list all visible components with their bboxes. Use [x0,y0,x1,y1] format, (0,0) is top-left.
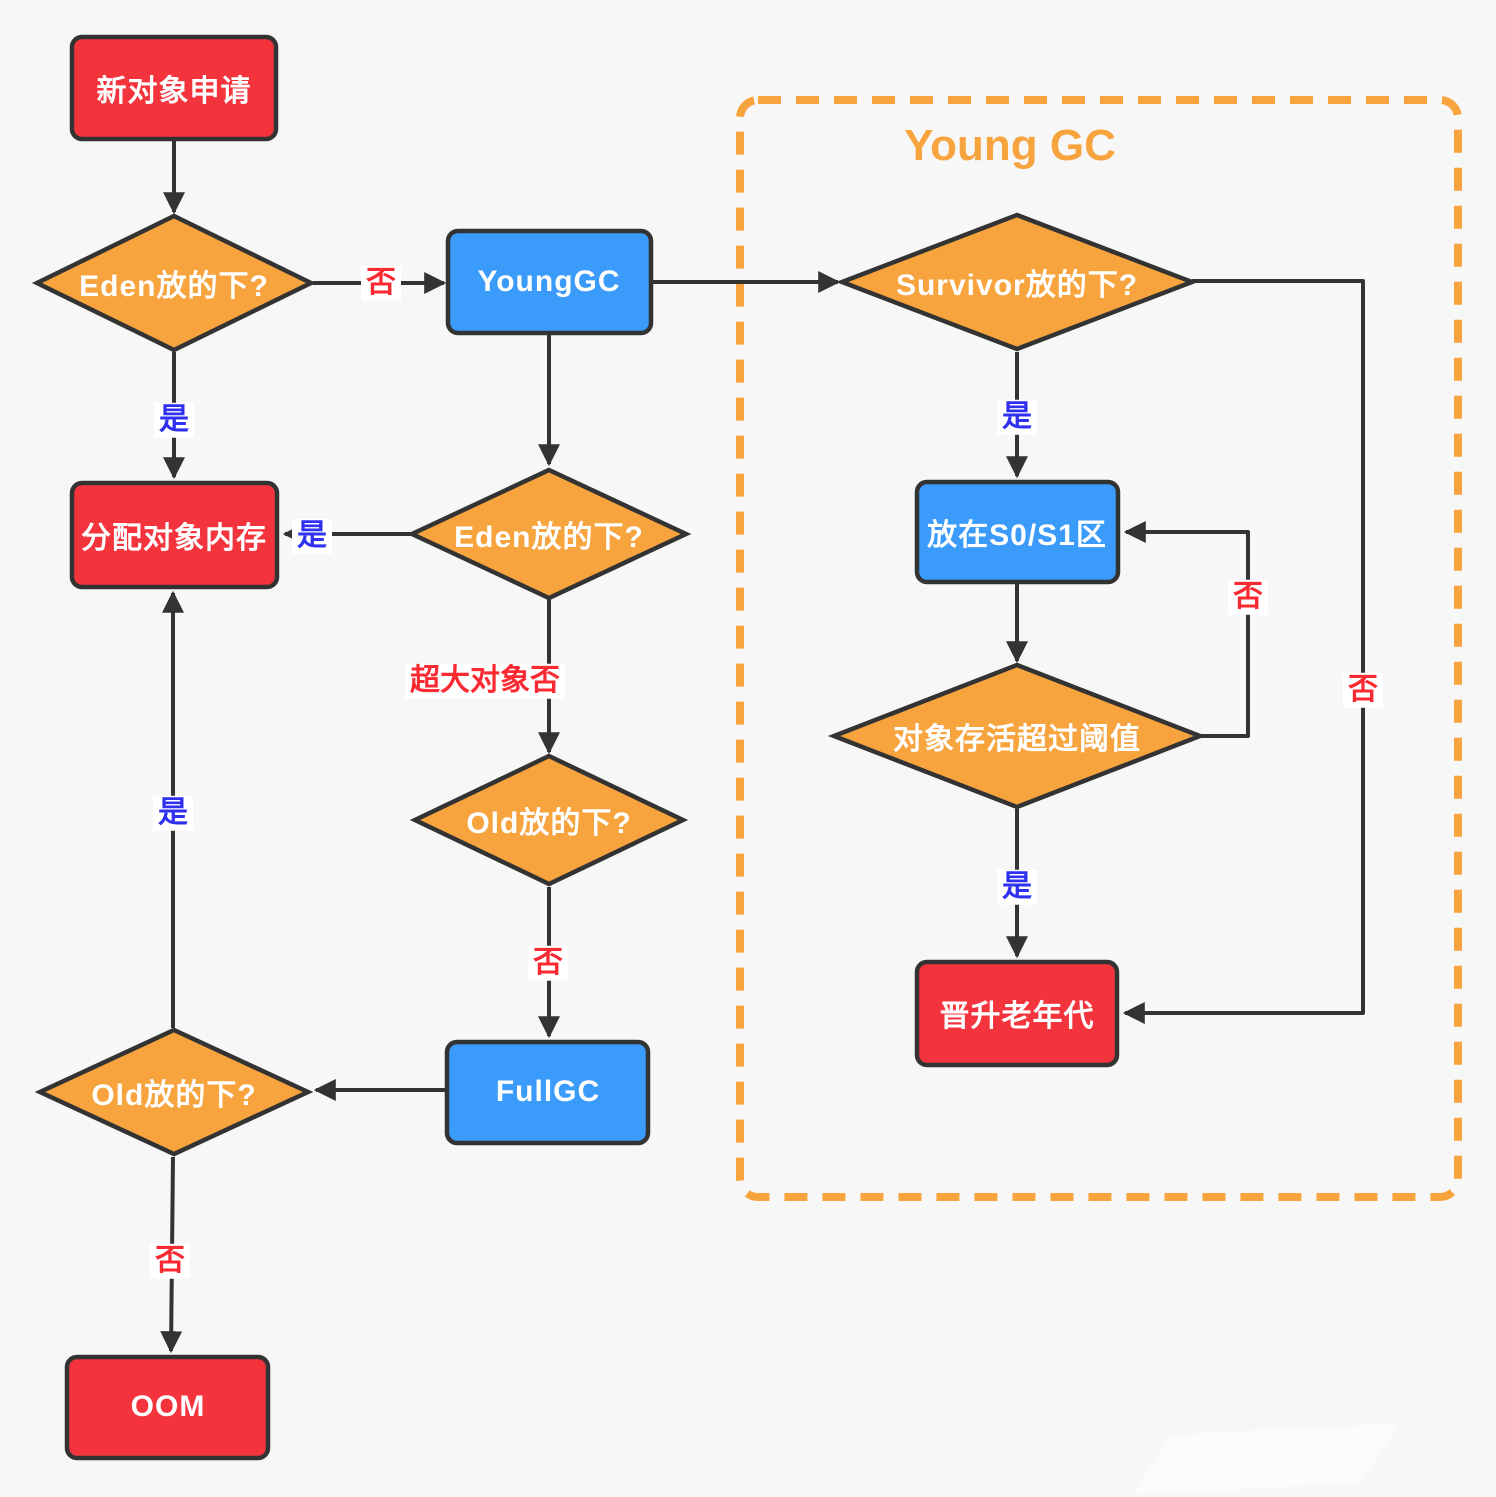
node-shape-oom [64,1354,271,1461]
node-shape-new-object [69,34,279,142]
node-shape-survivor-fit [835,212,1199,352]
node-shape-eden-fit-2 [406,467,692,601]
node-shape-full-gc [444,1039,651,1146]
node-shape-eden-fit-1 [31,213,317,353]
edge-label-no-to-younggc: 否 [361,265,401,301]
edge-label-huge-object-no: 超大对象否 [405,663,565,699]
node-shape-alloc [69,480,280,590]
node-label-old-fit-1: Old放的下? [466,807,632,840]
node-shape-old-fit-1 [409,753,689,887]
edge-survivor-no-to-promote [1122,279,1365,1024]
edge-label-yes-to-s0s1: 是 [997,399,1037,435]
node-label-eden-fit-1: Eden放的下? [79,270,269,303]
node-label-oom: OOM [130,1390,206,1423]
node-shape-young-gc [445,228,654,336]
node-label-promote: 晋升老年代 [939,1000,1095,1033]
node-shape-old-fit-2 [34,1027,314,1157]
edge-threshold-no-loop-to-s0s1 [1123,521,1250,738]
node-label-young-gc: YoungGC [477,265,621,298]
node-shape-promote [914,959,1120,1068]
edge-label-no-to-oom: 否 [150,1243,190,1279]
edge-label-yes-to-promote: 是 [997,869,1037,905]
young-gc-region-title: Young GC [904,121,1116,170]
node-label-threshold: 对象存活超过阈值 [893,723,1141,756]
edge-label-no-loop-s0s1: 否 [1228,579,1268,615]
node-shape-s0s1 [914,479,1121,585]
node-label-old-fit-2: Old放的下? [91,1079,257,1112]
node-label-alloc: 分配对象内存 [81,522,267,555]
edge-label-yes-from-eden2: 是 [292,518,332,554]
node-label-survivor: Survivor放的下? [895,269,1139,302]
young-gc-region-border [736,96,1462,1201]
edge-label-yes-to-alloc: 是 [154,402,194,438]
node-label-eden-fit-2: Eden放的下? [454,521,644,554]
edge-label-yes-from-old2: 是 [153,795,193,831]
edge-label-no-to-fullgc: 否 [528,945,568,981]
node-label-new-object: 新对象申请 [96,75,252,108]
node-shape-threshold [827,662,1207,810]
node-label-full-gc: FullGC [495,1075,601,1108]
edge-label-no-far-right: 否 [1343,672,1383,708]
node-label-s0s1: 放在S0/S1区 [927,519,1107,552]
